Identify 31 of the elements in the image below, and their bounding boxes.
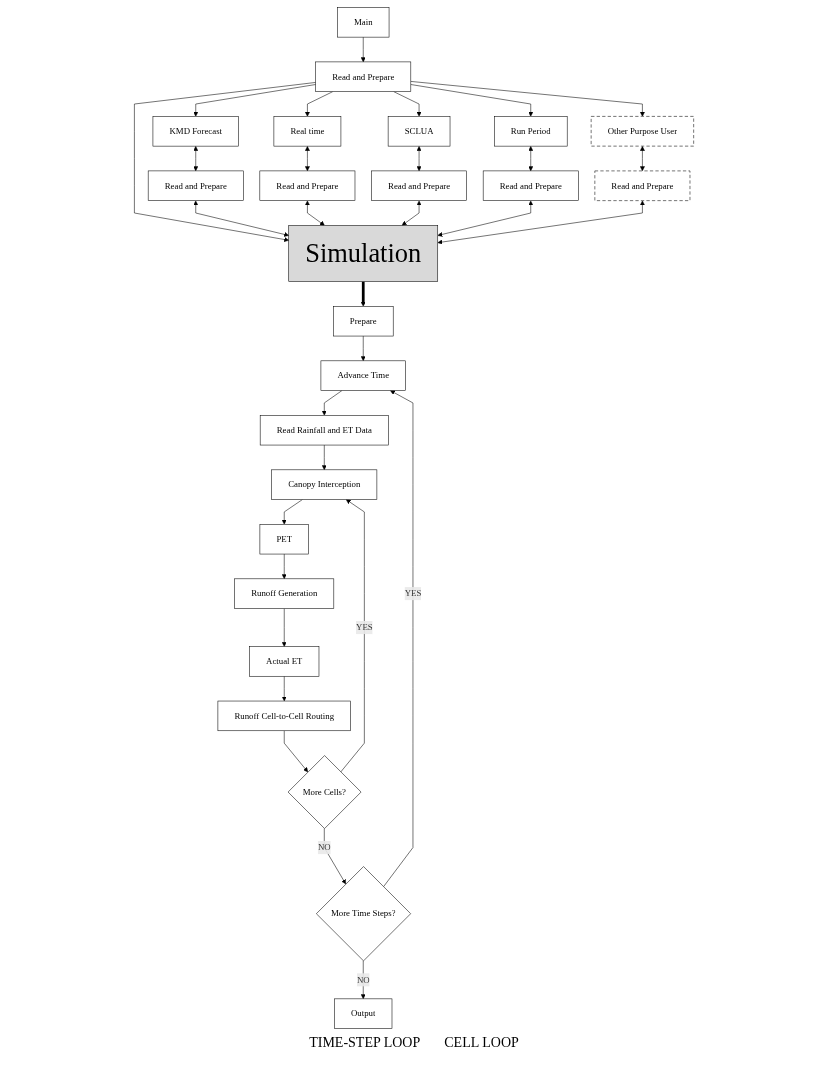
node-box: Read and Prepare <box>259 170 356 201</box>
edge-label: YES <box>404 588 422 598</box>
arrow <box>360 281 366 307</box>
node-box: Read Rainfall and ET Data <box>259 414 389 445</box>
node-box: SCLUA <box>387 115 451 146</box>
node-diamond: More Cells? <box>287 754 362 829</box>
node-box: Advance Time <box>320 360 406 391</box>
node-box: PET <box>259 523 309 554</box>
edge-label: NO <box>317 842 331 852</box>
node-box: KMD Forecast <box>152 115 239 146</box>
edge-label: NO <box>356 974 370 984</box>
node-box: Run Period <box>493 115 568 146</box>
node-box: Real time <box>273 115 342 146</box>
node-box: Read and Prepare <box>315 61 412 92</box>
node-box: Canopy Interception <box>271 469 378 500</box>
loop-label: TIME-STEP LOOP <box>309 1035 421 1050</box>
node-box: Output <box>334 998 393 1029</box>
edge-label: YES <box>356 622 373 632</box>
node-box: Read and Prepare <box>147 170 244 201</box>
loop-label: CELL LOOP <box>444 1035 519 1050</box>
node-box: Other Purpose User <box>590 115 694 146</box>
node-box: Runoff Generation <box>234 578 335 609</box>
node-box: Read and Prepare <box>594 170 691 201</box>
node-box: Read and Prepare <box>482 170 579 201</box>
node-box: Prepare <box>332 305 394 336</box>
node-box: Main <box>337 6 390 37</box>
node-box: Read and Prepare <box>371 170 467 201</box>
node-diamond: More Time Steps? <box>316 865 411 961</box>
node-box: Runoff Cell-to-Cell Routing <box>217 700 351 731</box>
node-box: Simulation <box>288 224 438 282</box>
node-box: Actual ET <box>249 645 320 677</box>
